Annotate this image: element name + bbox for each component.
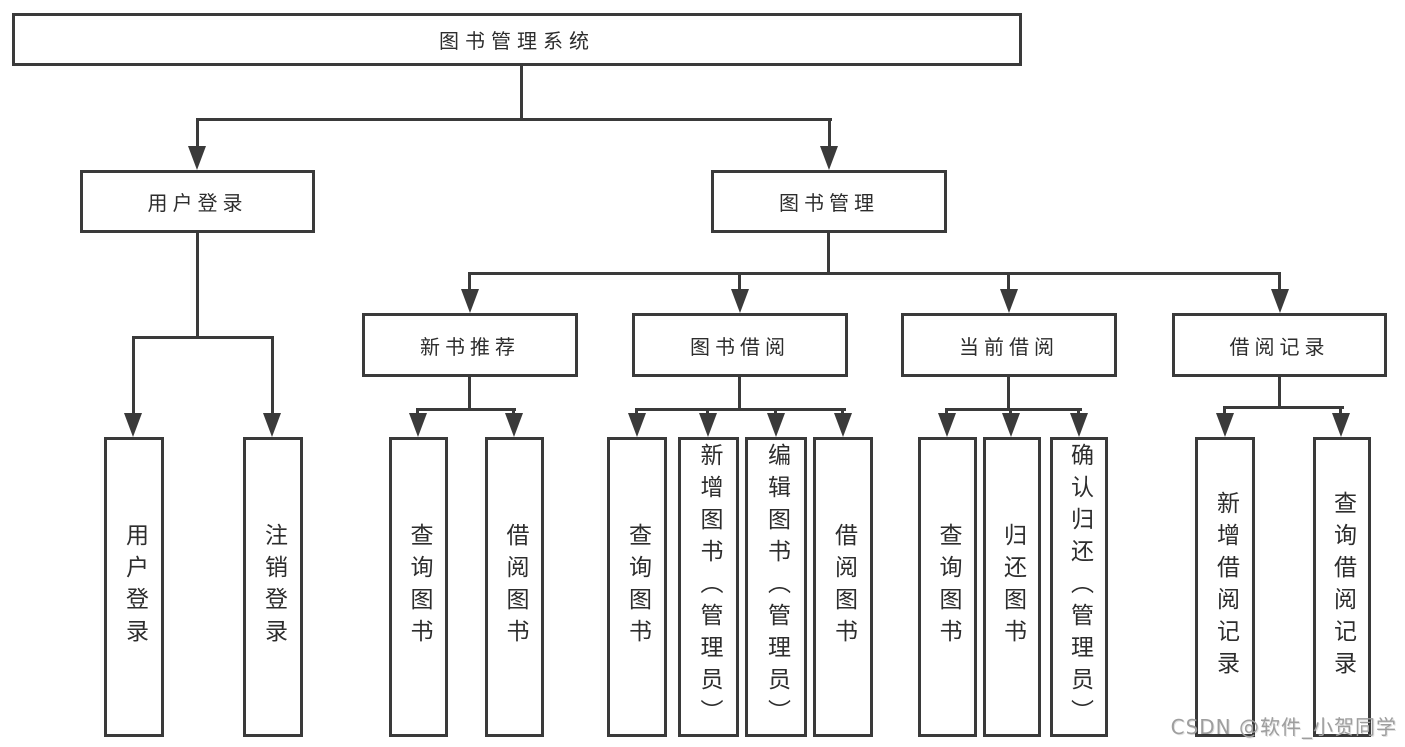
- arrowhead-down-icon: [461, 289, 479, 313]
- connector-userlogin-rail: [132, 336, 274, 339]
- leaf-return-books: 归还图书: [983, 437, 1041, 737]
- connector-drop: [1339, 406, 1342, 414]
- node-borrow-records: 借阅记录: [1172, 313, 1387, 377]
- leaf-add-books-admin: 新增图书（管理员）: [678, 437, 739, 737]
- arrowhead-down-icon: [628, 413, 646, 437]
- connector-drop: [1007, 272, 1010, 289]
- node-label: 新书推荐: [420, 334, 520, 359]
- node-label: 用户登录: [147, 191, 248, 215]
- connector-drop: [271, 336, 274, 413]
- leaf-label: 确认归还（管理员）: [1066, 443, 1093, 731]
- leaf-logout: 注销登录: [243, 437, 303, 737]
- arrowhead-down-icon: [124, 413, 142, 437]
- leaf-query-books-recommend: 查询图书: [389, 437, 448, 737]
- arrowhead-down-icon: [834, 413, 852, 437]
- leaf-add-borrow-record: 新增借阅记录: [1195, 437, 1255, 737]
- node-book-borrow: 图书借阅: [632, 313, 848, 377]
- connector-drop: [841, 408, 844, 414]
- connector-drop: [945, 408, 948, 414]
- leaf-label: 查询图书: [624, 523, 651, 651]
- connector-bookmgmt-rail: [468, 272, 1281, 275]
- node-book-management: 图书管理: [711, 170, 947, 233]
- arrowhead-down-icon: [1271, 289, 1289, 313]
- arrowhead-down-icon: [1216, 413, 1234, 437]
- connector-drop: [1223, 406, 1226, 414]
- connector-newbook-stem: [468, 377, 471, 408]
- connector-currentborrow-rail: [945, 408, 1082, 411]
- connector-drop: [416, 408, 419, 414]
- leaf-label: 用户登录: [121, 523, 148, 651]
- node-label: 图书管理: [779, 191, 879, 215]
- connector-drop: [828, 118, 831, 148]
- arrowhead-down-icon: [938, 413, 956, 437]
- node-user-login: 用户登录: [80, 170, 315, 233]
- arrowhead-down-icon: [263, 413, 281, 437]
- leaf-confirm-return-admin: 确认归还（管理员）: [1050, 437, 1108, 737]
- node-label: 当前借阅: [959, 334, 1059, 359]
- leaf-label: 注销登录: [260, 523, 287, 651]
- leaf-user-login: 用户登录: [104, 437, 164, 737]
- arrowhead-down-icon: [1002, 413, 1020, 437]
- connector-drop: [468, 272, 471, 289]
- leaf-label: 借阅图书: [830, 523, 857, 651]
- node-library-system: 图书管理系统: [12, 13, 1022, 66]
- connector-records-stem: [1278, 377, 1281, 406]
- node-new-book-recommend: 新书推荐: [362, 313, 578, 377]
- connector-drop: [774, 408, 777, 414]
- csdn-watermark: CSDN @软件_小贺同学: [1170, 715, 1397, 739]
- connector-userlogin-stem: [196, 233, 199, 336]
- connector-drop: [512, 408, 515, 414]
- leaf-label: 编辑图书（管理员）: [763, 443, 790, 731]
- arrowhead-down-icon: [731, 289, 749, 313]
- connector-drop: [706, 408, 709, 414]
- leaf-label: 新增借阅记录: [1212, 491, 1239, 683]
- leaf-label: 查询图书: [935, 523, 961, 651]
- connector-drop: [635, 408, 638, 414]
- connector-root-stem: [520, 66, 523, 118]
- arrowhead-down-icon: [1070, 413, 1088, 437]
- leaf-query-current: 查询图书: [918, 437, 977, 737]
- connector-bookmgmt-stem: [827, 233, 830, 272]
- connector-newbook-rail: [417, 408, 516, 411]
- node-label: 图书管理系统: [439, 29, 595, 53]
- leaf-query-borrow-record: 查询借阅记录: [1313, 437, 1371, 737]
- arrowhead-down-icon: [820, 146, 838, 170]
- arrowhead-down-icon: [699, 413, 717, 437]
- leaf-label: 查询图书: [406, 523, 432, 651]
- arrowhead-down-icon: [505, 413, 523, 437]
- leaf-label: 借阅图书: [502, 523, 528, 651]
- leaf-borrow-books: 借阅图书: [813, 437, 873, 737]
- arrowhead-down-icon: [1332, 413, 1350, 437]
- node-label: 借阅记录: [1229, 334, 1330, 359]
- connector-records-rail: [1223, 406, 1344, 409]
- connector-bookborrow-stem: [738, 377, 741, 408]
- arrowhead-down-icon: [409, 413, 427, 437]
- connector-currentborrow-stem: [1007, 377, 1010, 408]
- connector-bookborrow-rail: [635, 408, 846, 411]
- leaf-label: 新增图书（管理员）: [696, 443, 722, 731]
- connector-drop: [196, 118, 199, 148]
- connector-drop: [1278, 272, 1281, 289]
- connector-drop: [132, 336, 135, 413]
- leaf-query-books: 查询图书: [607, 437, 667, 737]
- leaf-label: 查询借阅记录: [1329, 491, 1356, 683]
- leaf-edit-books-admin: 编辑图书（管理员）: [745, 437, 807, 737]
- node-current-borrow: 当前借阅: [901, 313, 1117, 377]
- connector-drop: [738, 272, 741, 289]
- connector-root-rail: [196, 118, 832, 121]
- arrowhead-down-icon: [188, 146, 206, 170]
- connector-drop: [1009, 408, 1012, 414]
- leaf-borrow-books-recommend: 借阅图书: [485, 437, 544, 737]
- connector-drop: [1077, 408, 1080, 414]
- leaf-label: 归还图书: [999, 523, 1026, 651]
- arrowhead-down-icon: [767, 413, 785, 437]
- node-label: 图书借阅: [690, 334, 790, 359]
- arrowhead-down-icon: [1000, 289, 1018, 313]
